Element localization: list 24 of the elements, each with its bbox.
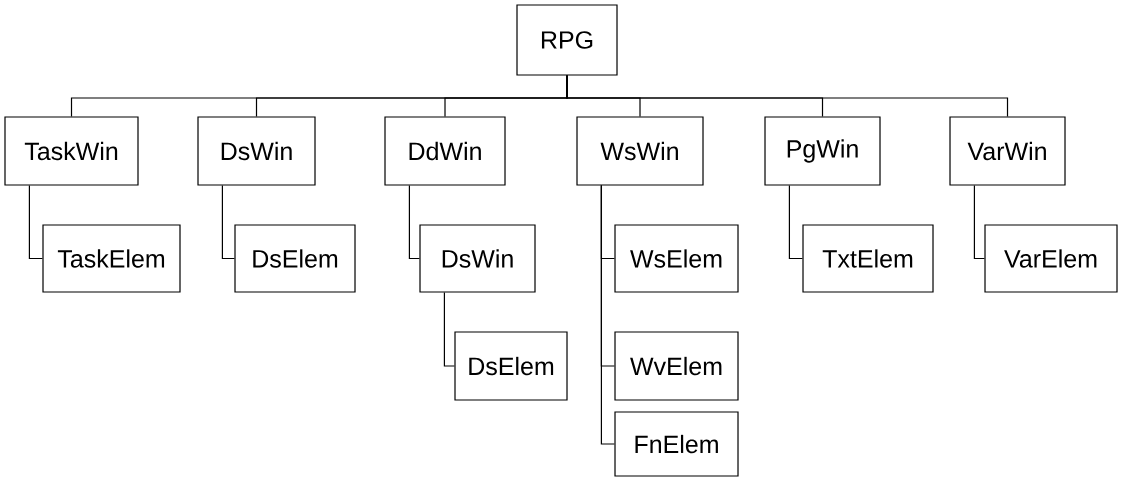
connector-line bbox=[973, 185, 985, 260]
tree-box: TxtElem bbox=[802, 224, 934, 293]
tree-box: DsWin bbox=[419, 224, 536, 293]
tree-box: VarElem bbox=[984, 224, 1118, 293]
tree-box: DdWin bbox=[384, 116, 506, 186]
tree-box: DsElem bbox=[454, 331, 568, 401]
connector-line bbox=[788, 185, 803, 260]
tree-box: DsElem bbox=[234, 224, 356, 293]
connector-line bbox=[443, 292, 455, 367]
tree-box: PgWin bbox=[764, 116, 881, 186]
connector-line bbox=[221, 185, 235, 260]
connector-line bbox=[600, 185, 615, 445]
tree-box: RPG bbox=[516, 4, 618, 76]
connector-line bbox=[408, 185, 420, 260]
tree-box: DsWin bbox=[197, 116, 316, 186]
connector-line bbox=[566, 75, 1009, 117]
tree-box: TaskWin bbox=[4, 116, 139, 186]
tree-box: FnElem bbox=[614, 411, 739, 477]
tree-box: WsElem bbox=[614, 224, 739, 293]
tree-box: WsWin bbox=[576, 116, 704, 186]
tree-box: WvElem bbox=[614, 331, 739, 401]
connector-line bbox=[28, 185, 43, 260]
tree-box: TaskElem bbox=[42, 224, 181, 293]
tree-box: VarWin bbox=[949, 116, 1066, 186]
